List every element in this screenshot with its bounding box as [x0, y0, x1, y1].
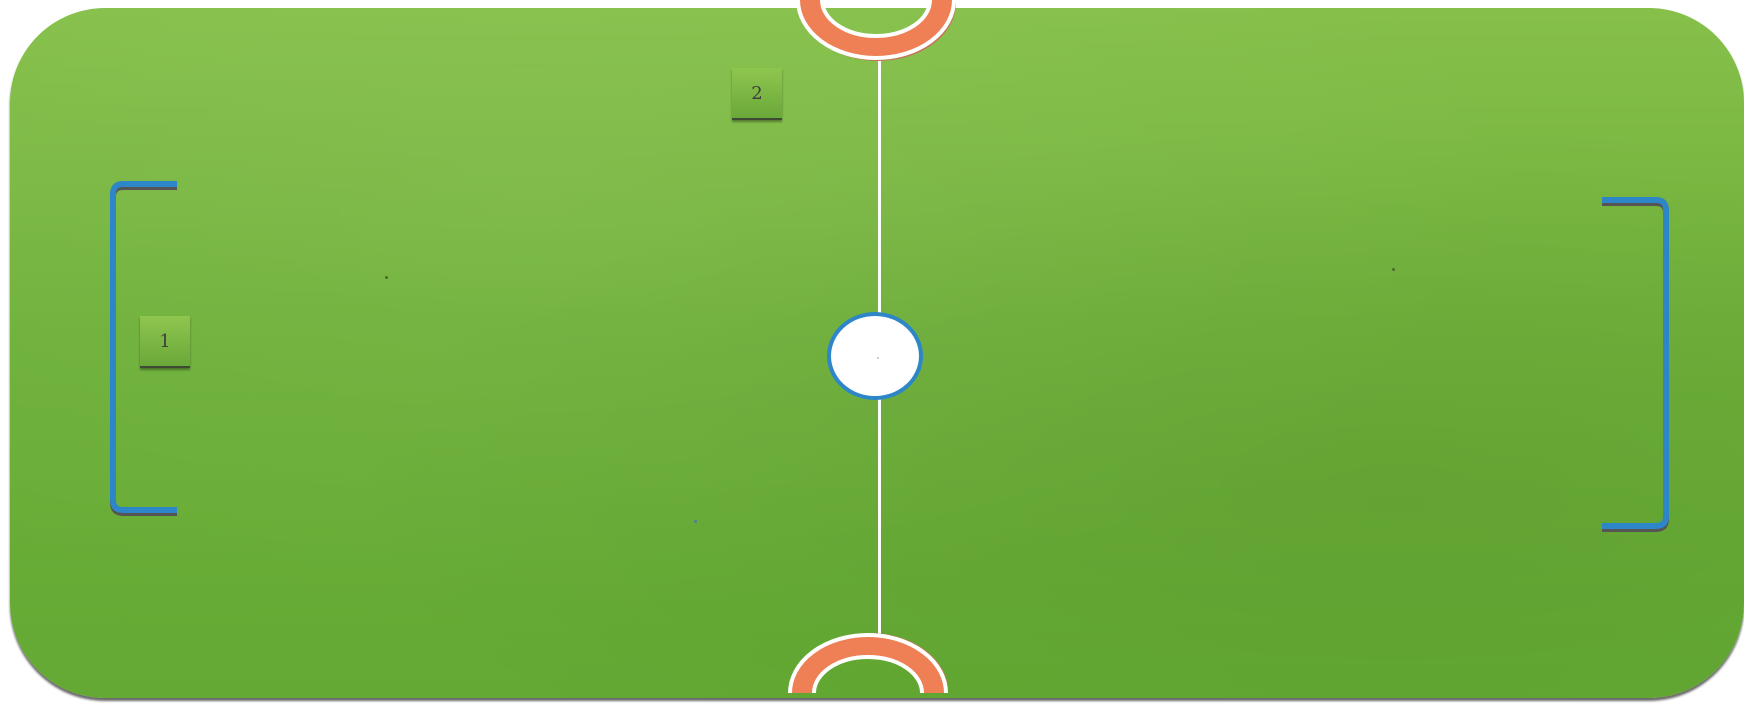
player-2-marker[interactable]: 2 [732, 68, 782, 120]
field-speck [1392, 268, 1395, 271]
right-goal [1594, 194, 1674, 534]
player-1-label: 1 [159, 331, 170, 352]
center-circle [827, 312, 923, 400]
top-arc [790, 0, 962, 68]
game-field: 1 2 [10, 8, 1744, 698]
field-speck [694, 520, 697, 523]
center-spot [877, 357, 879, 359]
field-speck [385, 276, 388, 279]
bottom-arc [782, 625, 954, 693]
player-2-label: 2 [751, 83, 762, 104]
player-1-marker[interactable]: 1 [140, 316, 190, 368]
